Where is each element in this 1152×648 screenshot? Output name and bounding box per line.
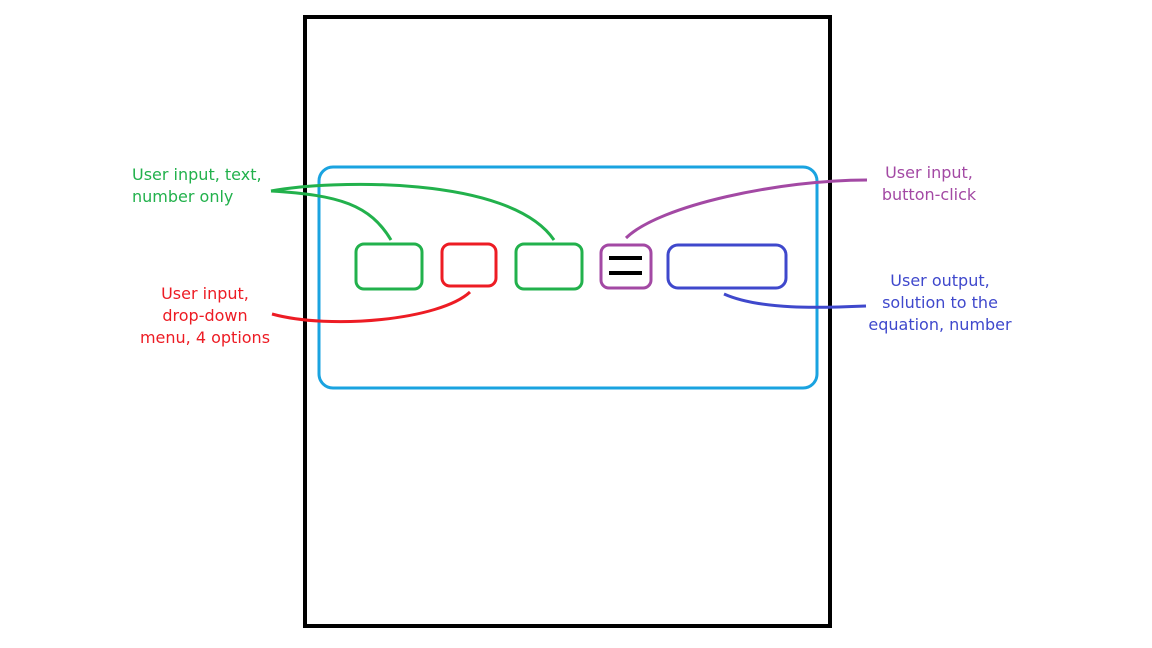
dropdown-annotation-line-1: User input, — [161, 284, 249, 303]
dropdown-annotation-line-2: drop-down — [162, 306, 248, 325]
text-input-annotation-line-2: number only — [132, 187, 234, 206]
equals-button-border[interactable] — [599, 243, 653, 290]
button-annotation-line-2: button-click — [881, 185, 977, 204]
text-input-connector-b — [270, 182, 556, 241]
text-input-annotation-line-1: User input, text, — [132, 165, 262, 184]
button-connector — [624, 178, 868, 240]
output-annotation-line-2: solution to the — [882, 293, 998, 312]
dropdown-annotation-line-3: menu, 4 options — [139, 328, 271, 347]
button-annotation-line-1: User input, — [885, 163, 973, 182]
equals-button[interactable] — [599, 243, 653, 290]
output-annotation-line-3: equation, number — [868, 315, 1012, 334]
result-output — [666, 243, 788, 290]
dropdown-annotation: User input, drop-down menu, 4 options — [132, 283, 278, 349]
output-annotation-line-1: User output, — [890, 271, 990, 290]
button-annotation: User input, button-click — [868, 162, 990, 206]
dropdown-connector — [271, 290, 472, 324]
device-frame — [303, 15, 832, 628]
calculator-panel — [317, 165, 819, 390]
operator-dropdown[interactable] — [440, 242, 498, 288]
output-connector — [723, 292, 867, 309]
second-number-input[interactable] — [514, 242, 584, 291]
text-input-annotation: User input, text, number only — [132, 164, 262, 208]
first-number-input[interactable] — [354, 242, 424, 291]
output-annotation: User output, solution to the equation, n… — [858, 270, 1022, 336]
text-input-connector-a — [270, 189, 393, 241]
